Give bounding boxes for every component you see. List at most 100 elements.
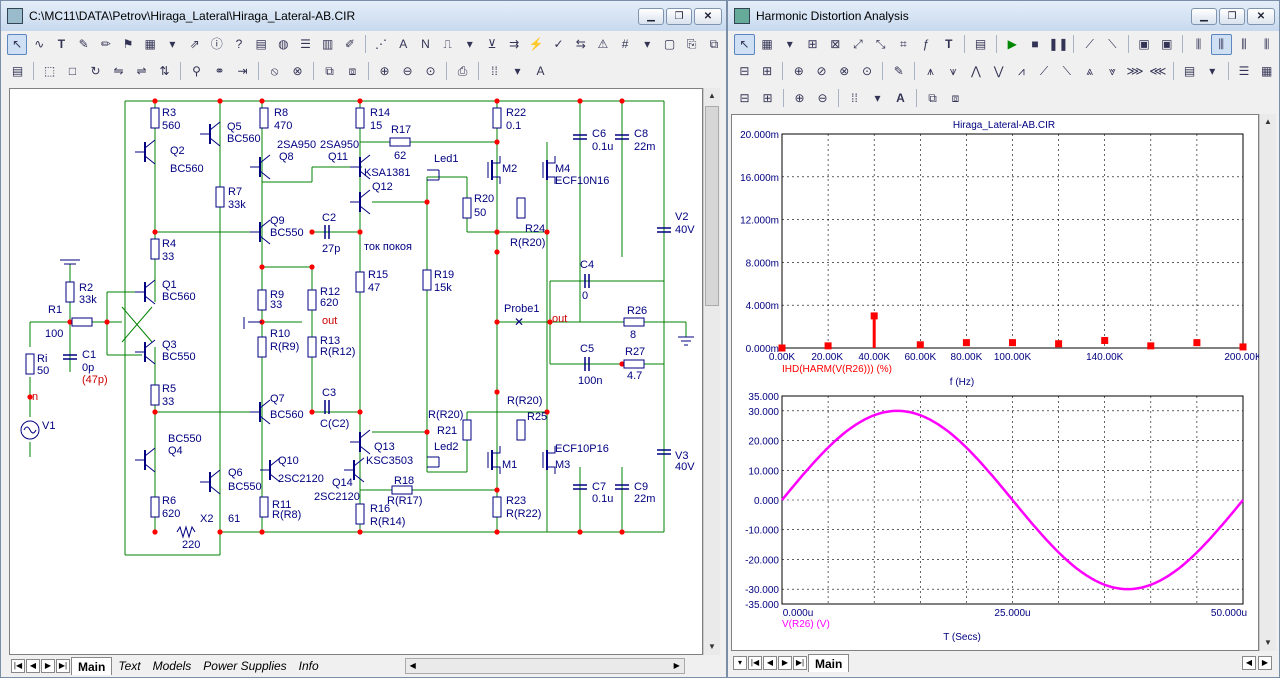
copy-icon[interactable]: ⎘ [686, 36, 697, 51]
scroll-thumb[interactable] [705, 106, 719, 306]
analysis-prev-icon[interactable]: ◀ [763, 656, 777, 670]
cancel-icon[interactable]: ⊗ [292, 63, 303, 78]
binoculars-icon[interactable]: ⚭ [214, 63, 225, 78]
analysis-first-icon[interactable]: |◀ [748, 656, 762, 670]
analysis-next-icon[interactable]: ▶ [778, 656, 792, 670]
wire-icon[interactable]: ∿ [34, 36, 45, 51]
grid2-icon[interactable]: # [621, 36, 629, 51]
current-icon[interactable]: ⇉ [509, 36, 520, 51]
box-icon[interactable]: □ [68, 63, 77, 78]
minimize-button[interactable]: ▁ [638, 8, 664, 25]
scroll-up-icon[interactable]: ▲ [708, 91, 716, 100]
wave2-icon[interactable]: ⟍ [1108, 36, 1117, 51]
dropdown-icon[interactable]: ▾ [169, 36, 176, 51]
rotate-icon[interactable]: ↻ [90, 63, 101, 78]
scale-y-icon[interactable]: ⤡ [875, 36, 886, 51]
analysis-group-icon[interactable]: ⧉ [928, 90, 937, 105]
zoom-100-icon[interactable]: ⊙ [425, 63, 436, 78]
pen-icon[interactable]: ✏ [100, 36, 111, 51]
flag-icon[interactable]: ⚑ [122, 36, 134, 51]
arrows-icon[interactable]: ⇆ [575, 36, 586, 51]
multi-icon[interactable]: ⋙ [1126, 63, 1144, 78]
analysis-last-icon[interactable]: ▶| [793, 656, 807, 670]
font-icon[interactable]: A [536, 63, 545, 78]
mirror-icon[interactable]: ⇌ [136, 63, 147, 78]
analysis-scroll-down-icon[interactable]: ▼ [1264, 638, 1272, 647]
next-page-icon[interactable]: ▶ [41, 659, 55, 673]
analysis-tab-main[interactable]: Main [808, 654, 850, 672]
analysis-text-icon[interactable]: T [945, 36, 953, 51]
print-icon[interactable]: ⎙ [457, 63, 468, 78]
stop-run-icon[interactable]: ■ [1031, 36, 1039, 51]
valley-icon[interactable]: ⩛ [949, 63, 957, 78]
properties-icon[interactable]: ▤ [974, 36, 987, 51]
fit-icon[interactable]: ⊟ [739, 90, 750, 105]
low-icon[interactable]: ⋁ [993, 63, 1004, 78]
analysis-zoom-in-icon[interactable]: ⊕ [794, 90, 805, 105]
clipboard-icon[interactable]: ▤ [1183, 63, 1196, 78]
layout-icon[interactable]: ⁞⁞ [491, 63, 498, 78]
schematic-titlebar[interactable]: C:\MC11\DATA\Petrov\Hiraga_Lateral\Hirag… [1, 1, 726, 31]
grid-icon[interactable]: ▤ [255, 36, 267, 51]
component-icon[interactable]: ▦ [144, 36, 156, 51]
zoom-out-icon[interactable]: ⊖ [402, 63, 413, 78]
schematic-hscroll[interactable]: ◀ ▶ [404, 658, 685, 674]
text-icon[interactable]: T [57, 36, 66, 51]
calendar-icon[interactable]: ▦ [1261, 63, 1273, 78]
auto-scale-icon[interactable]: ⊠ [830, 36, 841, 51]
global-low-icon[interactable]: ⩔ [1108, 63, 1116, 78]
more-icon[interactable]: ▾ [644, 36, 651, 51]
flip-h-icon[interactable]: ⇋ [113, 63, 124, 78]
pause-icon[interactable]: ❚❚ [1048, 36, 1069, 51]
schematic-vscroll[interactable]: ▲ ▼ [703, 88, 720, 655]
high-icon[interactable]: ⋀ [971, 63, 981, 78]
scale-x-icon[interactable]: ⤢ [853, 36, 863, 51]
edit-plot-icon[interactable]: ✎ [893, 63, 904, 78]
analysis-zoom-out-icon[interactable]: ⊖ [817, 90, 828, 105]
analysis-scroll-left-icon[interactable]: ◀ [1242, 656, 1256, 670]
clipboard-dd-icon[interactable]: ▾ [1209, 63, 1216, 78]
first-page-icon[interactable]: |◀ [11, 659, 25, 673]
attribute-icon[interactable]: A [399, 36, 408, 51]
power-icon[interactable]: ⚡ [528, 36, 544, 51]
wave-icon[interactable]: ⟋ [1085, 36, 1094, 51]
cols1-icon[interactable]: ⫼ [1195, 36, 1202, 51]
node-numbers-icon[interactable]: ⋰ [375, 36, 388, 51]
analysis-maximize-button[interactable]: ❐ [1219, 8, 1245, 25]
wire-mode-icon[interactable]: ✎ [78, 36, 89, 51]
stop-icon[interactable]: ⦸ [270, 63, 279, 78]
scope-icon[interactable]: ⌗ [900, 36, 907, 51]
close-button[interactable]: ✕ [694, 8, 722, 25]
slope-icon[interactable]: ⟋ [1039, 63, 1049, 78]
scroll-left-icon[interactable]: ◀ [409, 661, 416, 670]
cols3-icon[interactable]: ⫼ [1241, 36, 1247, 51]
ungroup-icon[interactable]: ⧈ [348, 63, 357, 78]
formula-icon[interactable]: ƒ [922, 36, 930, 51]
layout-dropdown-icon[interactable]: ▾ [514, 63, 521, 78]
analysis-dd-icon[interactable]: ▾ [733, 656, 747, 670]
scale-icon[interactable]: ⊞ [807, 36, 818, 51]
globe-icon[interactable]: ◍ [278, 36, 289, 51]
peak-icon[interactable]: ⩚ [927, 63, 934, 78]
tab-power-supplies[interactable]: Power Supplies [203, 659, 287, 673]
zoom-y-icon[interactable]: ⊙ [861, 63, 873, 78]
group-icon[interactable]: ⧉ [325, 63, 334, 78]
help-icon[interactable]: ? [235, 36, 243, 51]
pointer-icon[interactable]: ⇗ [189, 36, 200, 51]
cursor2-icon[interactable]: ⊞ [762, 63, 773, 78]
global-high-icon[interactable]: ⩓ [1086, 63, 1093, 78]
analysis-close-button[interactable]: ✕ [1247, 8, 1275, 25]
prev-page-icon[interactable]: ◀ [26, 659, 40, 673]
analysis-dropdown-icon[interactable]: ▾ [786, 36, 793, 51]
select-box-icon[interactable]: ⬚ [43, 63, 56, 78]
edit-icon[interactable]: ✐ [344, 36, 355, 51]
check-icon[interactable]: ✓ [553, 36, 564, 51]
warning-icon[interactable]: ⚠ [597, 36, 609, 51]
last-page-icon[interactable]: ▶| [56, 659, 70, 673]
zoom-x-icon[interactable]: ⊗ [839, 63, 850, 78]
pin-icon[interactable]: ⎍ [443, 36, 452, 51]
step-icon[interactable]: ⇥ [237, 63, 248, 78]
analysis-component-icon[interactable]: ▦ [761, 36, 773, 51]
maximize-button[interactable]: ❐ [666, 8, 692, 25]
